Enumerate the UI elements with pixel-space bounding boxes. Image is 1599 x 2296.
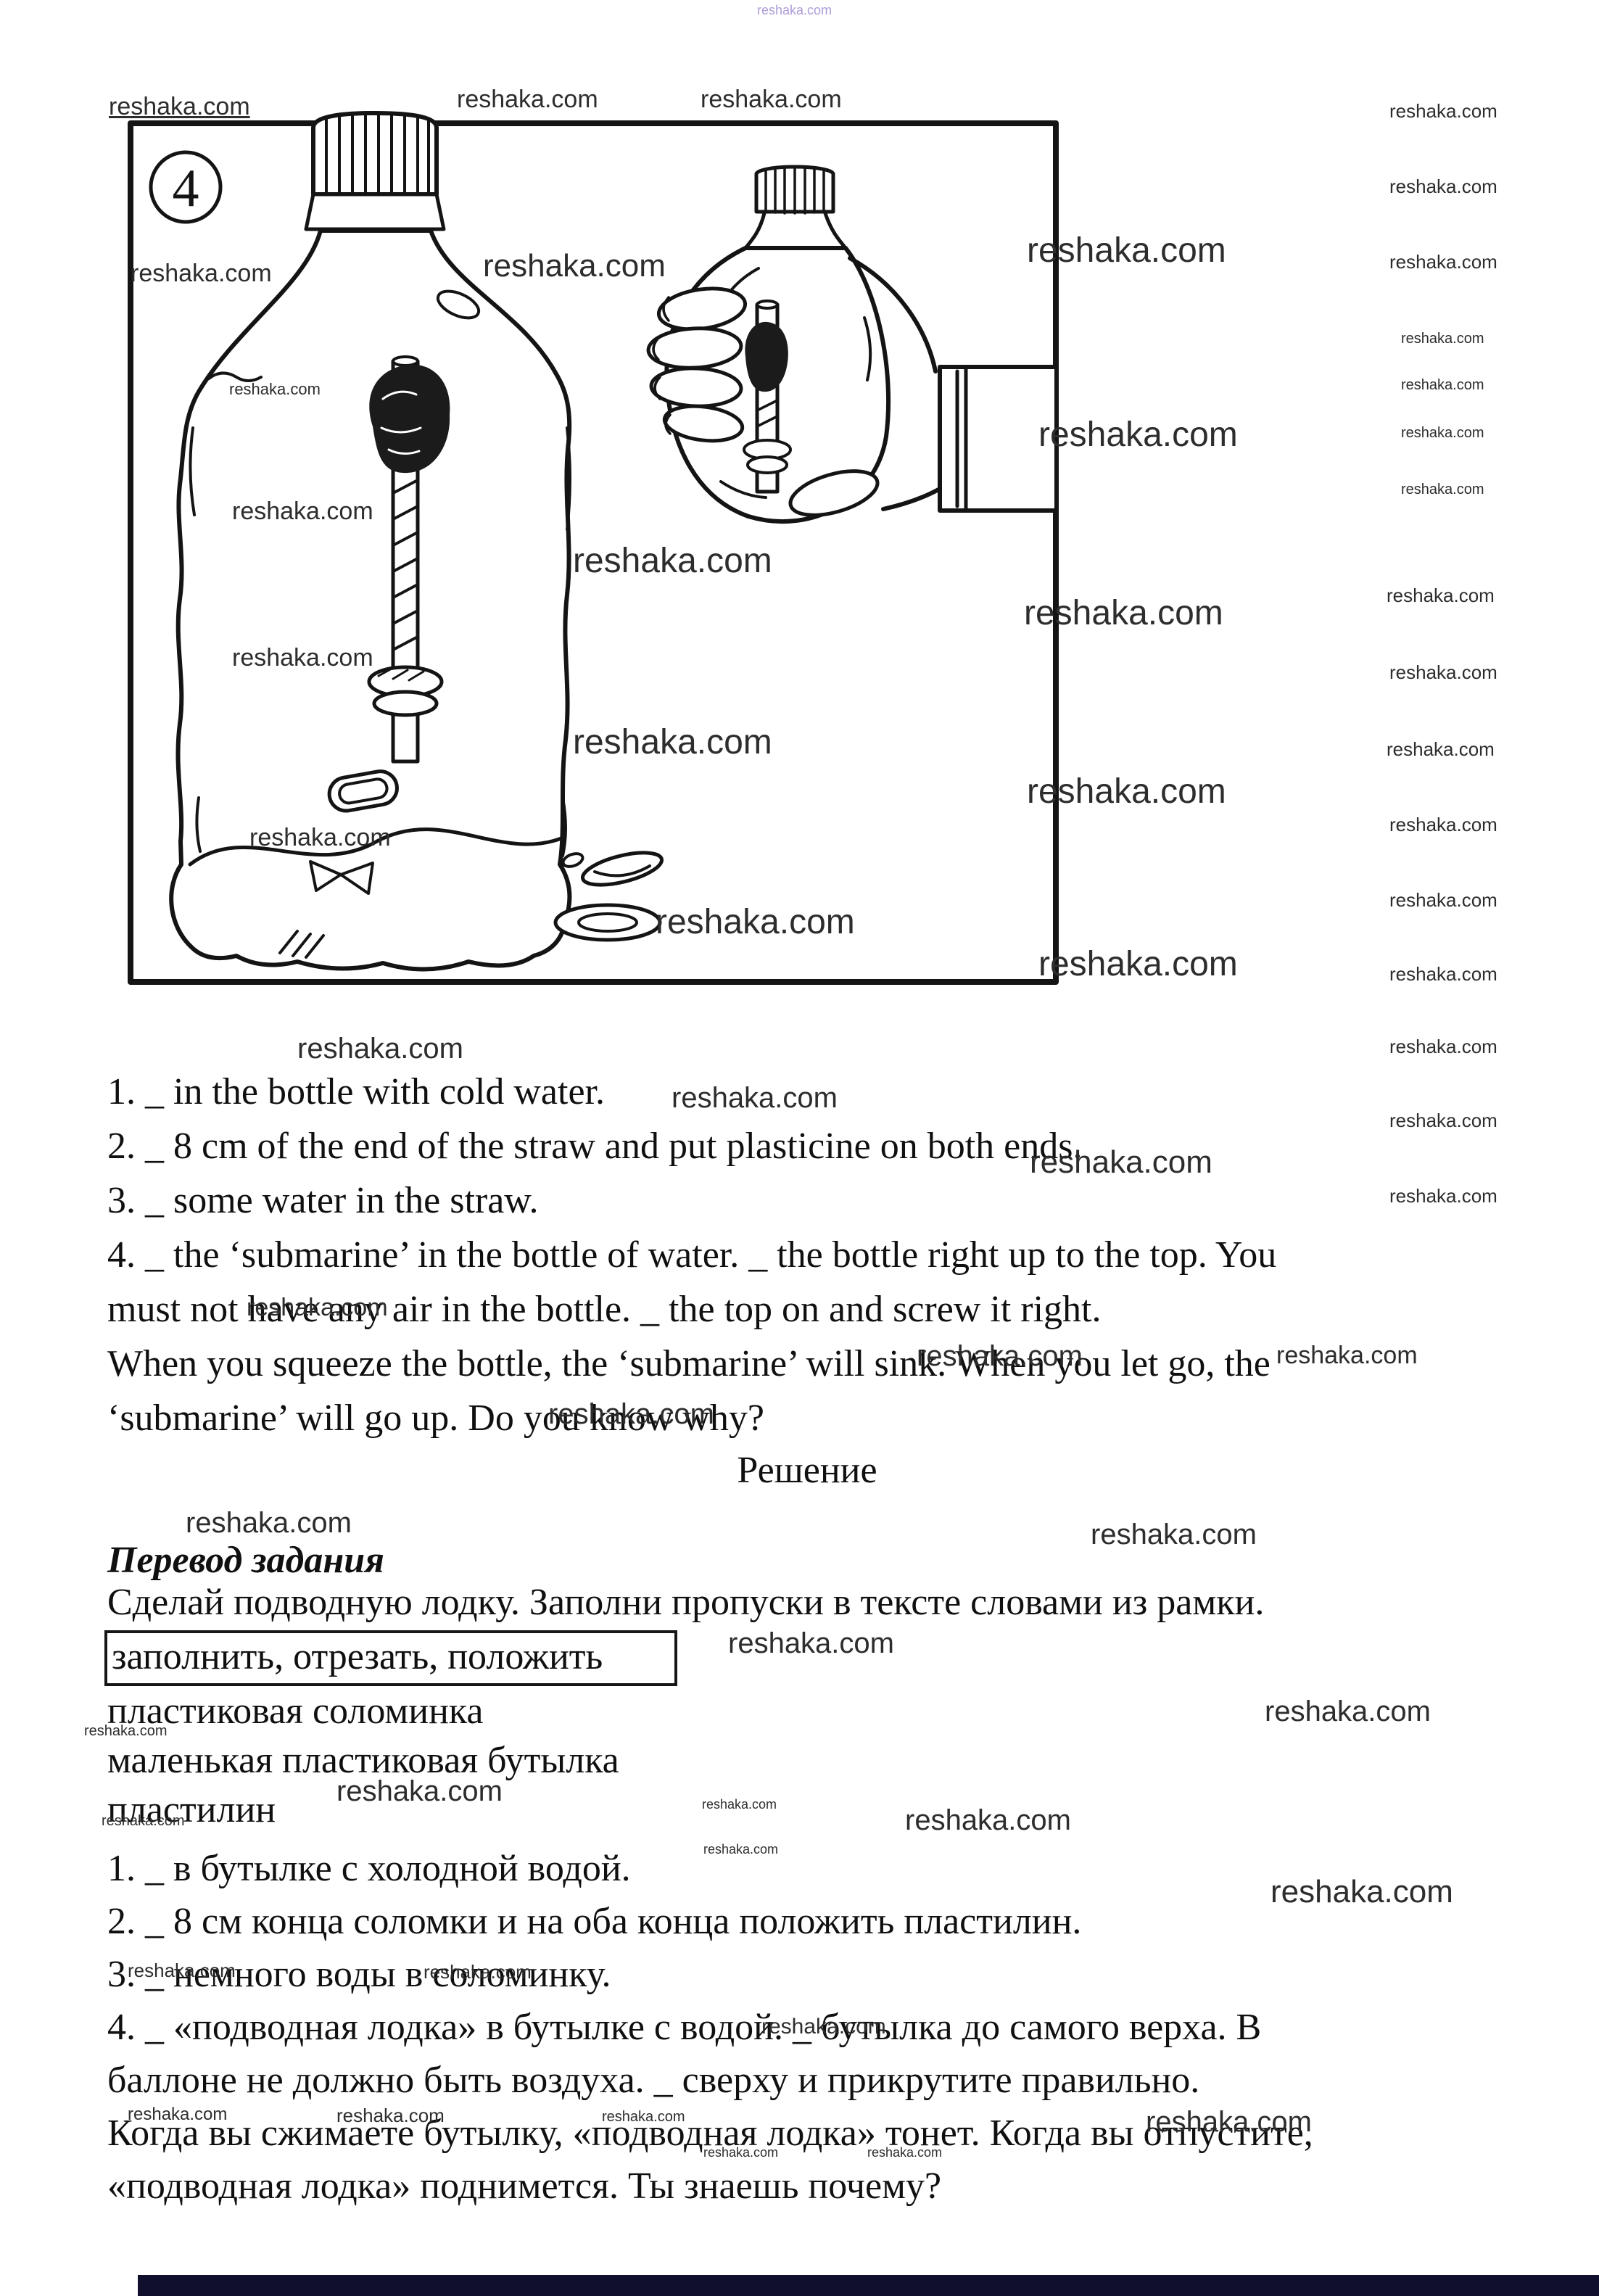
base-swoosh — [188, 827, 563, 867]
small-ring-lower — [746, 455, 788, 474]
watermark: reshaka.com — [1401, 425, 1484, 441]
material-1: пластиковая соломинка — [107, 1690, 484, 1732]
watermark: reshaka.com — [1389, 661, 1497, 683]
sleeve — [938, 365, 1059, 513]
plasticine-ring-lower — [372, 690, 439, 717]
task-line-1: 1. _ in the bottle with cold water. — [107, 1071, 605, 1112]
watermark: reshaka.com — [1389, 100, 1497, 122]
translation-line-6: Когда вы сжимаете бутылку, «подводная ло… — [107, 2113, 1313, 2154]
small-bottle-neck — [743, 211, 848, 250]
sleeve-cuff-lines — [955, 365, 968, 513]
plasticine-pellet — [561, 852, 584, 868]
small-bottle-cap-ribs — [764, 165, 825, 215]
translation-intro: Сделай подводную лодку. Заполни пропуски… — [107, 1582, 1265, 1623]
small-straw-top — [756, 300, 779, 310]
task-text-english: 1. _ in the bottle with cold water. 2. _… — [107, 1065, 1529, 1445]
watermark: reshaka.com — [1389, 175, 1497, 197]
watermark: reshaka.com — [1091, 1519, 1257, 1550]
watermark: reshaka.com — [186, 1507, 352, 1539]
task-line-7: ‘submarine’ will go up. Do you know why? — [107, 1397, 765, 1439]
translation-line-5: баллоне не должно быть воздуха. _ сверху… — [107, 2060, 1200, 2101]
watermark: reshaka.com — [1038, 945, 1238, 983]
task-line-6: When you squeeze the bottle, the ‘submar… — [107, 1343, 1270, 1384]
plasticine-blob — [369, 364, 450, 474]
watermark: reshaka.com — [297, 1033, 463, 1065]
task-line-5: must not have any air in the bottle. _ t… — [107, 1289, 1102, 1330]
watermark: reshaka.com — [1389, 1036, 1497, 1057]
paperclip — [327, 769, 399, 813]
material-2: маленькая пластиковая бутылка — [107, 1740, 619, 1781]
small-plasticine-blob — [745, 321, 788, 392]
watermark: reshaka.com — [728, 1627, 894, 1659]
watermark: reshaka.com — [757, 3, 832, 17]
ring-hatch — [377, 667, 425, 682]
plasticine-texture — [380, 390, 422, 455]
big-bottle-body — [169, 228, 572, 972]
bottle-experiment-illustration: 4 — [128, 111, 1059, 985]
watermark: reshaka.com — [1401, 377, 1484, 393]
straw-stripes — [392, 479, 419, 651]
task-line-3: 3. _ some water in the straw. — [107, 1180, 539, 1221]
translation-line-2: 2. _ 8 см конца соломки и на оба конца п… — [107, 1901, 1082, 1942]
big-bottle-cap-ribs — [312, 112, 438, 196]
bottle-crinkle-marks — [189, 371, 571, 857]
translation-heading: Перевод задания — [107, 1540, 384, 1581]
translation-line-4: 4. _ «подводная лодка» в бутылке с водой… — [107, 2007, 1262, 2048]
materials-list: пластиковая соломинка маленькая пластико… — [107, 1687, 619, 1835]
disc-1-detail — [593, 864, 651, 877]
task-text-russian: 1. _ в бутылке с холодной водой. 2. _ 8 … — [107, 1842, 1550, 2213]
base-hatch — [278, 930, 325, 959]
watermark: reshaka.com — [905, 1804, 1071, 1836]
plasticine-disc-2 — [553, 903, 662, 942]
bottle-highlight — [436, 289, 481, 320]
disc-2-inner — [577, 912, 638, 933]
watermark: reshaka.com — [1401, 482, 1484, 497]
base-bow — [309, 860, 374, 895]
illustration-frame — [128, 120, 1059, 985]
watermark: reshaka.com — [1389, 814, 1497, 835]
thumb — [788, 469, 880, 517]
watermark: reshaka.com — [1389, 251, 1497, 273]
translation-line-3: 3. _ немного воды в соломинку. — [107, 1954, 611, 1995]
bottom-scan-bar — [138, 2275, 1599, 2296]
straw-top — [392, 355, 419, 367]
watermark: reshaka.com — [1389, 889, 1497, 911]
watermark: reshaka.com — [1038, 416, 1238, 454]
watermark: reshaka.com — [1389, 963, 1497, 985]
hand-outline — [848, 256, 942, 511]
translation-line-7: «подводная лодка» поднимется. Ты знаешь … — [107, 2165, 942, 2207]
figure-number: 4 — [173, 159, 199, 218]
solution-heading: Решение — [737, 1450, 877, 1491]
task-line-2: 2. _ 8 cm of the end of the straw and pu… — [107, 1126, 1083, 1167]
figure-number-circle — [149, 150, 223, 224]
watermark: reshaka.com — [702, 1797, 777, 1812]
watermark: reshaka.com — [1387, 585, 1495, 606]
watermark: reshaka.com — [1387, 738, 1495, 760]
fingernails — [652, 296, 672, 435]
hand-fingers — [646, 286, 748, 443]
material-3: пластилин — [107, 1789, 276, 1830]
watermark: reshaka.com — [1265, 1696, 1431, 1727]
translation-line-1: 1. _ в бутылке с холодной водой. — [107, 1848, 631, 1889]
big-bottle-collar — [304, 192, 446, 231]
small-straw-stripes — [756, 399, 779, 428]
watermark: reshaka.com — [1401, 331, 1484, 347]
plasticine-disc-1 — [580, 851, 664, 887]
task-line-4: 4. _ the ‘submarine’ in the bottle of wa… — [107, 1234, 1277, 1276]
word-box: заполнить, отрезать, положить — [104, 1630, 677, 1686]
